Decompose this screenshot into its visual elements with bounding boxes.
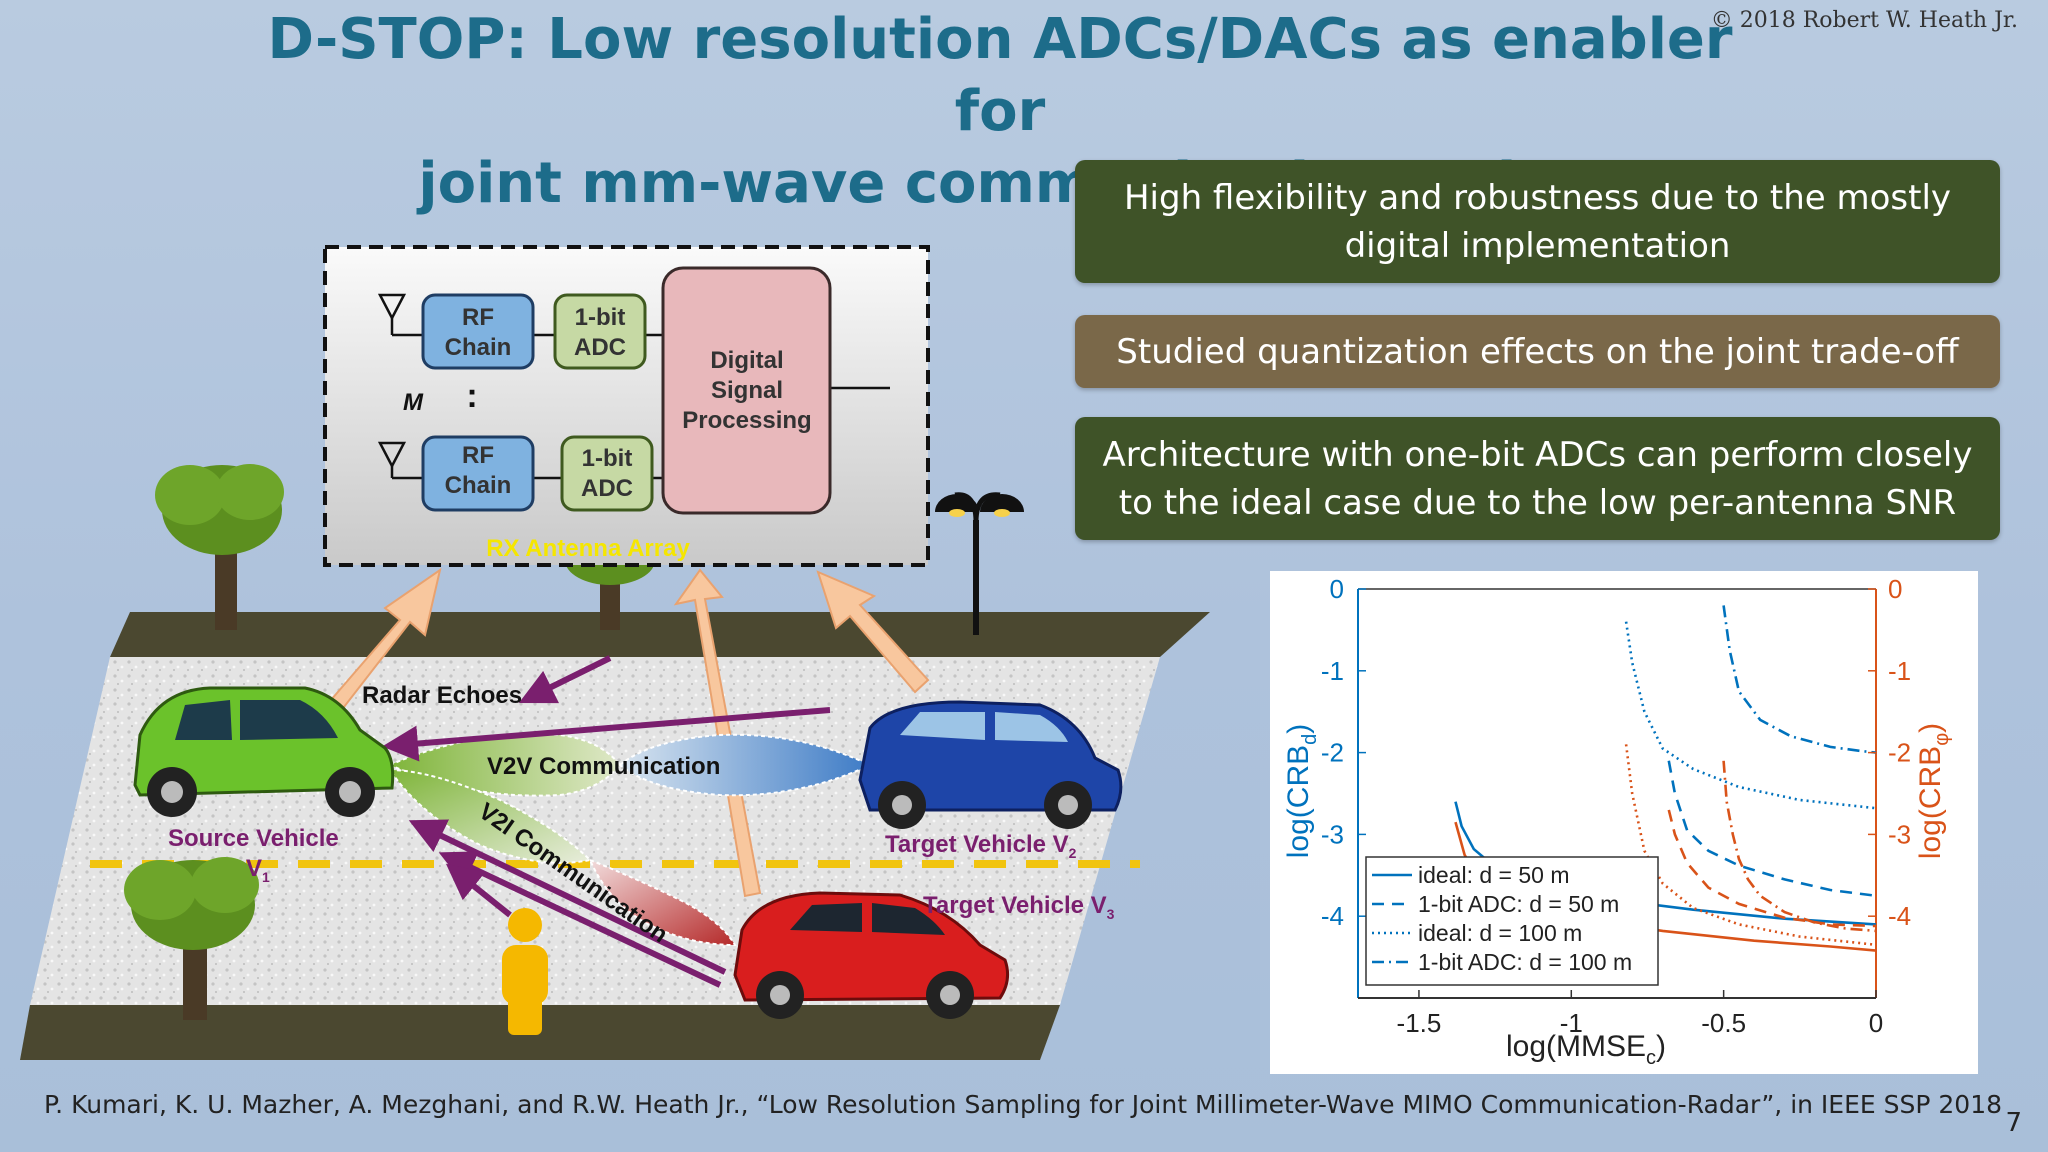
- bullet-box-one-bit: Architecture with one-bit ADCs can perfo…: [1075, 417, 2000, 540]
- tree-icon: [155, 464, 284, 630]
- page-number: 7: [2005, 1108, 2022, 1138]
- chart-legend: ideal: d = 50 m 1-bit ADC: d = 50 m ideal:…: [1365, 856, 1659, 986]
- adc-1-block: [553, 293, 647, 370]
- bullet-box-quantization: Studied quantization effects on the join…: [1075, 315, 2000, 388]
- copyright-notice: © 2018 Robert W. Heath Jr.: [1710, 8, 2018, 33]
- bullet-box-flexibility: High flexibility and robustness due to t…: [1075, 160, 2000, 283]
- source-vehicle-id: V1: [246, 855, 270, 885]
- x-axis-label: log(MMSEc): [1506, 1030, 1666, 1069]
- y-axis-left-label: log(CRBd): [1282, 724, 1321, 859]
- y-left-tick-label: -1: [1321, 656, 1344, 686]
- radar-echoes-label: Radar Echoes: [362, 682, 522, 709]
- series-line-dashed-left: [1667, 760, 1877, 898]
- v2v-communication-label: V2V Communication: [487, 753, 720, 780]
- dsp-label-line-2: Signal: [711, 377, 783, 404]
- source-vehicle-label: Source Vehicle: [168, 825, 339, 852]
- rf-chain-2-label-line-1: RF: [462, 442, 494, 469]
- road-curb-top: [110, 612, 1210, 657]
- target-vehicle-v3-car-icon: [733, 891, 1010, 1019]
- y-left-tick-label: -4: [1321, 901, 1344, 931]
- legend-entry: 1-bit ADC: d = 100 m: [1418, 949, 1632, 975]
- bullet-3-line-2: to the ideal case due to the low per-ant…: [1118, 482, 1957, 523]
- x-tick-label: -0.5: [1701, 1008, 1746, 1038]
- rx-antenna-array-label: RX Antenna Array: [486, 535, 690, 562]
- bullet-1-line-1: High flexibility and robustness due to t…: [1123, 177, 1952, 218]
- street-lamp-icon: [935, 492, 1024, 635]
- bullet-3-line-1: Architecture with one-bit ADCs can perfo…: [1102, 434, 1973, 475]
- y-right-tick-label: 0: [1888, 574, 1902, 604]
- legend-entry: ideal: d = 50 m: [1418, 862, 1570, 888]
- x-tick-label: -1.5: [1397, 1008, 1442, 1038]
- rf-chain-1-block: [421, 293, 535, 370]
- m-label: M: [403, 389, 424, 416]
- radar-echo-arrows: [382, 655, 831, 988]
- y-left-tick-label: -3: [1321, 819, 1344, 849]
- dsp-block: [661, 266, 832, 515]
- v2i-beam-target: [588, 858, 737, 947]
- tick-layer: -1.5 -1 -0.5 0 0 0 -1 -1 -2 -2 -3 -3 -4 -4: [1321, 574, 1911, 1038]
- citation-text: P. Kumari, K. U. Mazher, A. Mezghani, an…: [44, 1090, 2003, 1119]
- y-left-tick-label: -2: [1321, 738, 1344, 768]
- bullet-2-text: Studied quantization effects on the join…: [1116, 331, 1959, 372]
- title-line-1: D-STOP: Low resolution ADCs/DACs as enab…: [267, 7, 1733, 144]
- bullet-1-line-2: digital implementation: [1344, 225, 1731, 266]
- y-left-tick-label: 0: [1330, 574, 1344, 604]
- rf-chain-1-label-line-2: Chain: [445, 334, 512, 361]
- y-right-tick-label: -4: [1888, 901, 1911, 931]
- y-right-tick-label: -1: [1888, 656, 1911, 686]
- uplink-arrows: [316, 567, 930, 898]
- antenna-icon: [377, 293, 423, 337]
- pedestrian-icon: [502, 908, 548, 1035]
- target-vehicle-v3-label: Target Vehicle V3: [923, 892, 1115, 922]
- tree-icon: [124, 857, 259, 1020]
- rf-chain-2-block: [421, 435, 535, 512]
- signal-connectors: [533, 333, 890, 480]
- dsp-label-line-3: Processing: [682, 407, 811, 434]
- source-vehicle-car-icon: [133, 686, 395, 817]
- legend-box: [1365, 856, 1659, 986]
- rf-chain-2-label-line-2: Chain: [445, 472, 512, 499]
- rf-chain-1-label-line-1: RF: [462, 304, 494, 331]
- legend-entry: 1-bit ADC: d = 50 m: [1418, 891, 1619, 917]
- adc-1-label-line-2: ADC: [574, 334, 626, 361]
- adc-2-label-line-1: 1-bit: [582, 445, 633, 472]
- series-line-dashed-right: [1667, 809, 1877, 928]
- y-right-tick-label: -3: [1888, 819, 1911, 849]
- adc-2-block: [560, 435, 654, 512]
- x-tick-label: 0: [1869, 1008, 1883, 1038]
- target-vehicle-v2-car-icon: [858, 700, 1123, 829]
- adc-1-label-line-1: 1-bit: [575, 304, 626, 331]
- y-axis-right-label: log(CRBφ): [1914, 723, 1953, 859]
- x-tick-label: -1: [1560, 1008, 1583, 1038]
- antenna-icon: [377, 441, 423, 480]
- series-line-dashdot-right: [1722, 760, 1877, 933]
- y-right-tick-label: -2: [1888, 738, 1911, 768]
- v2x-scene-illustration: RF Chain 1-bit ADC RF Chain 1-bit ADC Di…: [20, 245, 1210, 1060]
- target-vehicle-v2-label: Target Vehicle V2: [885, 831, 1077, 861]
- ellipsis-label: :: [466, 377, 477, 415]
- series-line-dotted-left: [1624, 621, 1877, 810]
- series-line-dashdot-left: [1722, 605, 1877, 754]
- legend-entry: ideal: d = 100 m: [1418, 920, 1582, 946]
- adc-2-label-line-2: ADC: [581, 475, 633, 502]
- dsp-label-line-1: Digital: [710, 347, 783, 374]
